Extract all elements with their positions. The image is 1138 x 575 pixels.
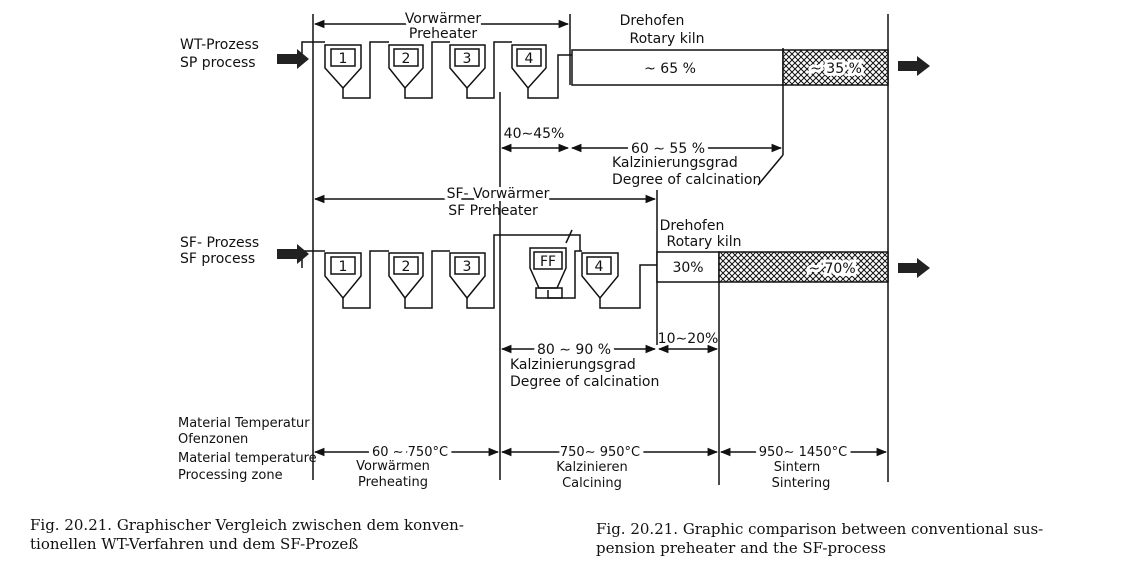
bottom-process-en: SF process xyxy=(180,251,255,267)
top-process-de: WT-Prozess xyxy=(180,37,259,53)
top-preheater-en: Preheater xyxy=(409,26,477,42)
caption-english-line-2: pension preheater and the SF-process xyxy=(596,539,886,557)
cyclone-4-bottom xyxy=(581,252,619,300)
bottom-input-arrow xyxy=(277,244,309,264)
stage-box-1-bottom xyxy=(330,256,356,275)
top-kiln-de: Drehofen xyxy=(620,13,685,29)
bottom-stage-3: 3 xyxy=(463,259,472,275)
bottom-cyclone-chain xyxy=(301,229,657,309)
cyclone-4-top xyxy=(511,44,547,90)
preheating-en: Preheating xyxy=(358,475,428,490)
cyclone-2-top xyxy=(388,44,424,90)
bottom-kiln-en: Rotary kiln xyxy=(667,234,742,250)
ff-burner-base xyxy=(535,287,563,299)
caption-german: Fig. 20.21. Graphischer Vergleich zwisch… xyxy=(30,516,464,554)
preheating-de: Vorwärmen xyxy=(356,459,430,474)
bottom-kiln-pct: 30% xyxy=(672,260,703,276)
top-process-en: SP process xyxy=(180,55,256,71)
cyclone-1-top xyxy=(324,44,362,90)
stage-box-2-bottom xyxy=(393,256,419,275)
bottom-ff-label: FF xyxy=(540,254,556,270)
calcining-en: Calcining xyxy=(562,476,622,491)
top-stage-4: 4 xyxy=(525,51,534,67)
leader-line xyxy=(757,154,784,186)
top-cyclone-chain xyxy=(301,41,572,99)
caption-german-line-1: Fig. 20.21. Graphischer Vergleich zwisch… xyxy=(30,516,464,534)
bottom-sinter-pct: ~ 70% xyxy=(808,261,855,277)
top-preheater-de: Vorwärmer xyxy=(405,11,482,27)
sintering-temp: 950∼ 1450°C xyxy=(759,445,848,460)
bottom-preheater-en: SF Preheater xyxy=(448,203,538,219)
bottom-stage-1: 1 xyxy=(339,259,348,275)
calcining-temp: 750∼ 950°C xyxy=(560,445,640,460)
stage-box-3-bottom xyxy=(454,256,480,275)
caption-english: Fig. 20.21. Graphic comparison between c… xyxy=(596,520,1043,558)
top-calc-de: Kalzinierungsgrad xyxy=(612,155,738,171)
top-sinter-pct: ~ 35 % xyxy=(810,61,862,77)
bottom-preheater-de: SF- Vorwärmer xyxy=(447,186,550,202)
bottom-kiln-calc: 10∼20% xyxy=(658,331,719,347)
top-kiln-en: Rotary kiln xyxy=(630,31,705,47)
top-preheater-calc: 40∼45% xyxy=(504,126,565,142)
bottom-process-de: SF- Prozess xyxy=(180,235,259,251)
bottom-kiln-de: Drehofen xyxy=(660,218,725,234)
bottom-stage-2: 2 xyxy=(402,259,411,275)
preheating-temp: 60 ∼ 750°C xyxy=(372,445,448,460)
cyclone-1-bottom xyxy=(324,252,362,300)
bottom-output-arrow xyxy=(898,258,930,278)
calcining-de: Kalzinieren xyxy=(556,460,627,475)
bottom-stage-4: 4 xyxy=(595,259,604,275)
zone-left-label-1: Material Temperatur xyxy=(178,416,310,431)
stage-box-4-bottom xyxy=(586,256,612,275)
cyclone-3-top xyxy=(449,44,486,90)
stage-box-4-top xyxy=(516,48,542,67)
bottom-calciner-calc: 80 ∼ 90 % xyxy=(537,342,611,358)
caption-german-line-2: tionellen WT-Verfahren und dem SF-Prozeß xyxy=(30,535,359,553)
zone-left-label-2: Ofenzonen xyxy=(178,432,248,447)
stage-box-1-top xyxy=(330,48,356,67)
bottom-kiln-box xyxy=(656,251,720,283)
bottom-calc-en: Degree of calcination xyxy=(510,374,659,390)
top-input-arrow xyxy=(277,49,309,69)
caption-english-line-1: Fig. 20.21. Graphic comparison between c… xyxy=(596,520,1044,538)
ff-pointer xyxy=(565,229,573,244)
top-stage-2: 2 xyxy=(402,51,411,67)
top-stage-3: 3 xyxy=(463,51,472,67)
stage-box-3-top xyxy=(454,48,480,67)
zone-left-label-3: Material temperature xyxy=(178,451,317,466)
stage-box-2-top xyxy=(393,48,419,67)
top-kiln-box xyxy=(571,49,784,86)
top-stage-1: 1 xyxy=(339,51,348,67)
bottom-calc-de: Kalzinierungsgrad xyxy=(510,357,636,373)
bottom-sinter-zone xyxy=(718,251,889,283)
cyclone-3-bottom xyxy=(449,252,486,300)
cyclone-2-bottom xyxy=(388,252,424,300)
top-sinter-zone xyxy=(782,49,889,86)
top-calc-en: Degree of calcination xyxy=(612,172,761,188)
zone-left-label-4: Processing zone xyxy=(178,468,283,483)
sintering-en: Sintering xyxy=(772,476,831,491)
sintering-de: Sintern xyxy=(774,460,821,475)
ff-label-box xyxy=(533,251,563,270)
top-output-arrow xyxy=(898,56,930,76)
top-kiln-pct: ~ 65 % xyxy=(644,61,696,77)
